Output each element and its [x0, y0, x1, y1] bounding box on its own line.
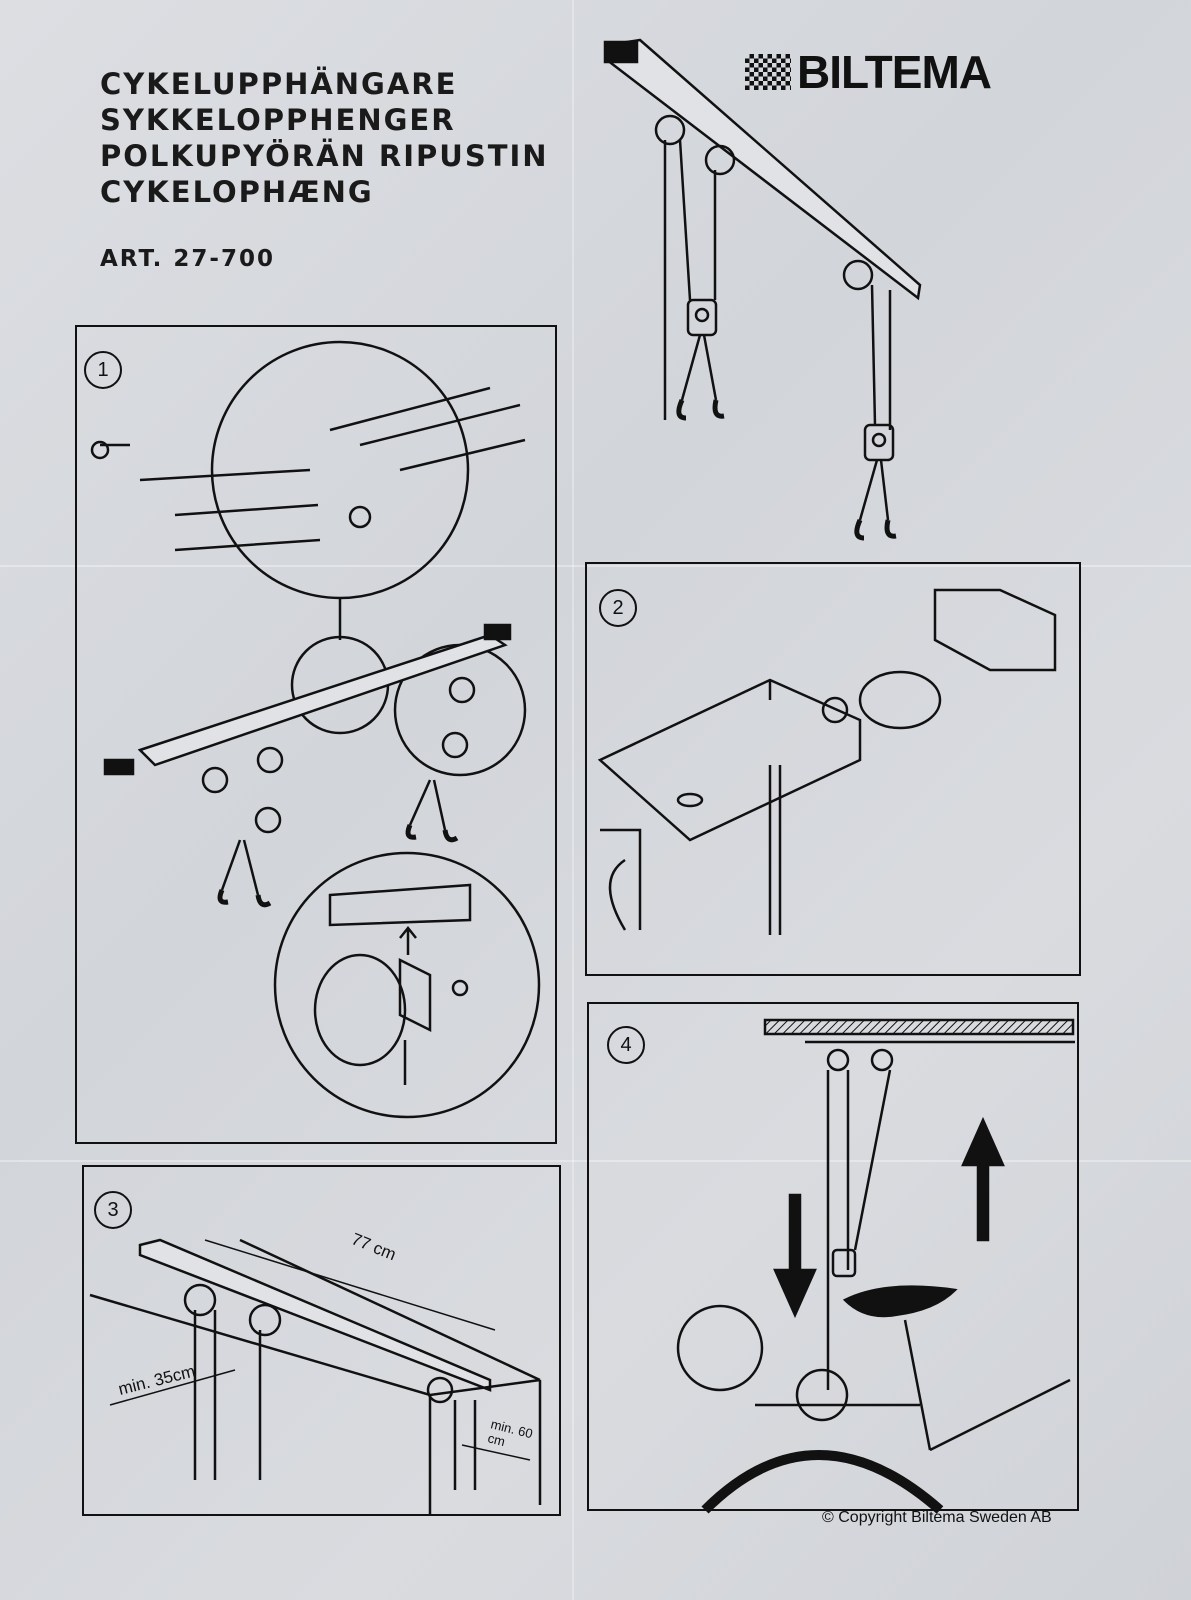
- article-number: ART. 27-700: [100, 246, 275, 272]
- checker-flag-icon: [745, 54, 791, 90]
- title-swedish: CYKELUPPHÄNGARE: [100, 67, 458, 101]
- step-number: 2: [599, 589, 637, 627]
- brand-name: BILTEMA: [797, 46, 992, 98]
- overview-hoist-drawing: [603, 38, 922, 541]
- title-danish: CYKELOPHÆNG: [100, 175, 374, 209]
- step-4-drawing: [676, 1018, 1075, 1514]
- dimension-min-end-unit: cm: [486, 1430, 506, 1449]
- copyright-notice: © Copyright Biltema Sweden AB: [822, 1509, 1052, 1526]
- fold-line: [0, 1160, 1191, 1162]
- step-number: 3: [94, 1191, 132, 1229]
- fold-line: [572, 0, 574, 1600]
- fold-line: [0, 565, 1191, 567]
- step-4-panel: 4: [587, 1002, 1079, 1511]
- step-1-panel: 1: [75, 325, 557, 1144]
- title-finnish: POLKUPYÖRÄN RIPUSTIN: [100, 139, 549, 173]
- step-number: 1: [84, 351, 122, 389]
- step-3-drawing: [89, 1238, 542, 1515]
- title-norwegian: SYKKELOPPHENGER: [100, 103, 456, 137]
- step-1-drawing: [90, 340, 541, 1119]
- step-number: 4: [607, 1026, 645, 1064]
- product-titles: CYKELUPPHÄNGARE SYKKELOPPHENGER POLKUPYÖ…: [100, 66, 549, 210]
- step-2-drawing: [597, 588, 1057, 935]
- step-2-panel: 2: [585, 562, 1081, 976]
- brand-logo: BILTEMA: [745, 46, 992, 98]
- step-3-panel: 3: [82, 1165, 561, 1516]
